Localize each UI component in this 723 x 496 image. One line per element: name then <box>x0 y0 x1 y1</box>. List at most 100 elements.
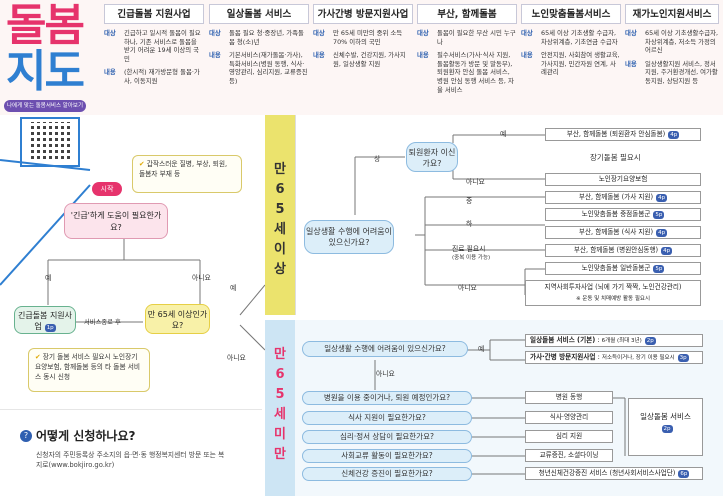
lower-q-0[interactable]: 병원을 이용 중이거나, 퇴원 예정인가요? <box>302 391 472 405</box>
note-bottom-text: 장기 돌봄 서비스 필요시 노인장기요양보험, 함께돌봄 등의 타 돌봄 서비스… <box>35 353 141 381</box>
content-key: 내용 <box>417 51 429 60</box>
lower-q-2[interactable]: 심리·정서 상담이 필요한가요? <box>302 430 472 444</box>
apply-body: 신청자의 주민등록상 주소지의 읍·면·동 행정복지센터 방문 또는 복지로(w… <box>36 451 225 469</box>
need-long: 장기돌봄 필요시 <box>590 153 641 162</box>
target-value: 돌봄 필요 청·중장년, 가족돌봄 청(소)년 <box>229 29 304 46</box>
lower-answer-3[interactable]: 교류증진, 소셜다이닝 <box>525 449 613 462</box>
target-value: 65세 이상 기초생활수급자, 차상위계층, 저소득 가정의 어르신 <box>645 29 719 55</box>
result-7[interactable]: 지역사회투자사업 (뇌에 가기 짝짝, 노인건강관리)※ 운동 및 치매예방 활… <box>525 280 701 306</box>
target-value: 65세 이상 기초생활 수급자, 차상위계층, 기초연금 수급자 <box>541 29 618 46</box>
content-value: 신체수발, 건강지원, 가사지원, 일상생활 지원 <box>333 51 406 68</box>
content-key: 내용 <box>209 51 221 60</box>
content-key: 내용 <box>521 51 533 60</box>
question-icon: ? <box>20 430 32 442</box>
content-value: 안전지원, 사회참여 생활교육, 가사지원, 민간자원 연계, 사례관리 <box>541 51 620 77</box>
logo: 돌봄 지도 <box>6 0 85 97</box>
service-title[interactable]: 노인맞춤돌봄서비스 <box>521 4 621 24</box>
target-key: 대상 <box>625 29 637 37</box>
check-icon: ✔ <box>139 160 145 168</box>
lower-answer-1[interactable]: 식사·영양관리 <box>525 411 613 424</box>
band-under65-text: 만 65세 미만 <box>274 347 286 462</box>
lower-result-r1[interactable]: 일상돌봄 서비스 (기본) : 6개월 (최대 3년)2p <box>525 334 703 347</box>
service-title[interactable]: 일상돌봄 서비스 <box>209 4 309 24</box>
lower-q-3[interactable]: 사회교류 활동이 필요한가요? <box>302 449 472 463</box>
content-key: 내용 <box>625 59 637 68</box>
discharge-question[interactable]: 퇴원환자 이신가요? <box>406 142 458 172</box>
target-key: 대상 <box>417 29 429 37</box>
lower-flow-lines <box>374 339 626 475</box>
label-yes: 예 <box>45 274 52 282</box>
service-title[interactable]: 가사간병 방문지원사업 <box>313 4 413 24</box>
qr-icon <box>31 122 71 162</box>
result-2[interactable]: 부산, 함께돌봄 (가사 지원)4p <box>545 191 701 204</box>
page-tag: 1p <box>44 324 56 332</box>
level-mid: 중 <box>466 197 473 205</box>
lower-answer-0[interactable]: 병원 동행 <box>525 391 613 404</box>
note-top: ✔ 갑작스러운 질병, 부상, 퇴원, 돌봄자 부재 등 <box>132 155 242 193</box>
start-badge: 시작 <box>92 182 122 196</box>
upper-yes: 예 <box>500 130 507 138</box>
target-value: 긴급하고 일시적 돌봄이 필요하나, 기존 서비스로 돌봄을 받기 어려운 19… <box>124 29 201 63</box>
target-value: 돌봄이 필요한 부산 시민 누구나 <box>437 29 516 46</box>
content-value: (한시적) 재가방문형 돌봄·가사, 이동지원 <box>124 68 200 85</box>
apply-title: 어떻게 신청하나요? <box>36 429 136 443</box>
lower-answer-4[interactable]: 청년신체건강증진 서비스 (청년사회서비스사업단)6p <box>525 467 703 480</box>
target-value: 만 65세 미만의 중위 소득 70% 이하의 국민 <box>333 29 403 46</box>
lower-q-1[interactable]: 식사 지원이 필요한가요? <box>302 411 472 425</box>
label-no: 아니요 <box>192 274 211 282</box>
result-1[interactable]: 노인장기요양보험 <box>545 173 701 186</box>
note-bottom: ✔ 장기 돌봄 서비스 필요시 노인장기요양보험, 함께돌봄 등의 타 돌봄 서… <box>28 348 150 392</box>
result-5[interactable]: 부산, 함께돌봄 (병원안심동행)4p <box>545 244 701 257</box>
lower-answer-2[interactable]: 심리 지원 <box>525 430 613 443</box>
check-icon: ✔ <box>35 353 41 361</box>
upper-flow-lines <box>354 134 545 296</box>
question-emergency[interactable]: '긴급'하게 도움이 필요한가요? <box>64 203 168 239</box>
band-over65 <box>265 115 295 315</box>
lower-yes: 예 <box>478 345 485 353</box>
qr-code[interactable] <box>20 117 80 167</box>
apply-section: ? 어떻게 신청하나요? 신청자의 주민등록상 주소지의 읍·면·동 행정복지센… <box>0 410 262 496</box>
service-title[interactable]: 긴급돌봄 지원사업 <box>104 4 204 24</box>
lower-q-4[interactable]: 신체건강 증진이 필요한가요? <box>302 467 472 481</box>
upper-no2: 아니요 <box>458 284 477 292</box>
result-4[interactable]: 부산, 함께돌봄 (식사 지원)4p <box>545 226 701 239</box>
logo-line1: 돌봄 <box>6 0 85 51</box>
logo-line2: 지도 <box>6 46 85 97</box>
target-key: 대상 <box>104 29 116 37</box>
emergency-box-label: 긴급돌봄 지원사업 <box>17 311 73 331</box>
lower-daily-question[interactable]: 일상생활 수행에 어려움이 있으신가요? <box>302 341 468 357</box>
service-end-label: 서비스종료 후 <box>84 319 121 326</box>
service-title[interactable]: 부산, 함께돌봄 <box>417 4 517 24</box>
content-value: 필수서비스(가사·식사 지원, 돌봄활동가 방문 및 말동무), 퇴원환자 안심… <box>437 51 514 94</box>
label-yes2: 예 <box>230 284 237 292</box>
age-question[interactable]: 만 65세 이상인가요? <box>145 304 210 334</box>
upper-no: 아니요 <box>466 178 485 186</box>
target-key: 대상 <box>313 29 325 37</box>
target-key: 대상 <box>209 29 221 37</box>
band-over65-text: 만 65세 이상 <box>274 162 286 277</box>
upper-daily-question[interactable]: 일상생활 수행에 어려움이 있으신가요? <box>304 220 394 254</box>
result-0[interactable]: 부산, 함께돌봄 (퇴원환자 안심돌봄)4p <box>545 128 701 141</box>
service-title[interactable]: 재가노인지원서비스 <box>625 4 719 24</box>
band-under65 <box>265 320 295 496</box>
level-low: 하 <box>466 220 473 228</box>
content-key: 내용 <box>104 68 116 77</box>
clinic-sub: (중복 이용 가능) <box>452 255 491 261</box>
target-key: 대상 <box>521 29 533 37</box>
lower-no: 아니요 <box>376 370 395 378</box>
clinic: 진료 필요시 <box>452 245 486 253</box>
content-value: 기본서비스(재가돌봄·가사), 특화서비스(병원 동행, 식사·영양관리, 심리… <box>229 51 308 85</box>
level-high: 상 <box>374 155 381 163</box>
content-value: 일상생활지원 서비스, 정서지원, 주거환경개선, 여가활동지원, 상담지원 등 <box>645 59 718 85</box>
label-no2: 아니요 <box>227 354 246 362</box>
